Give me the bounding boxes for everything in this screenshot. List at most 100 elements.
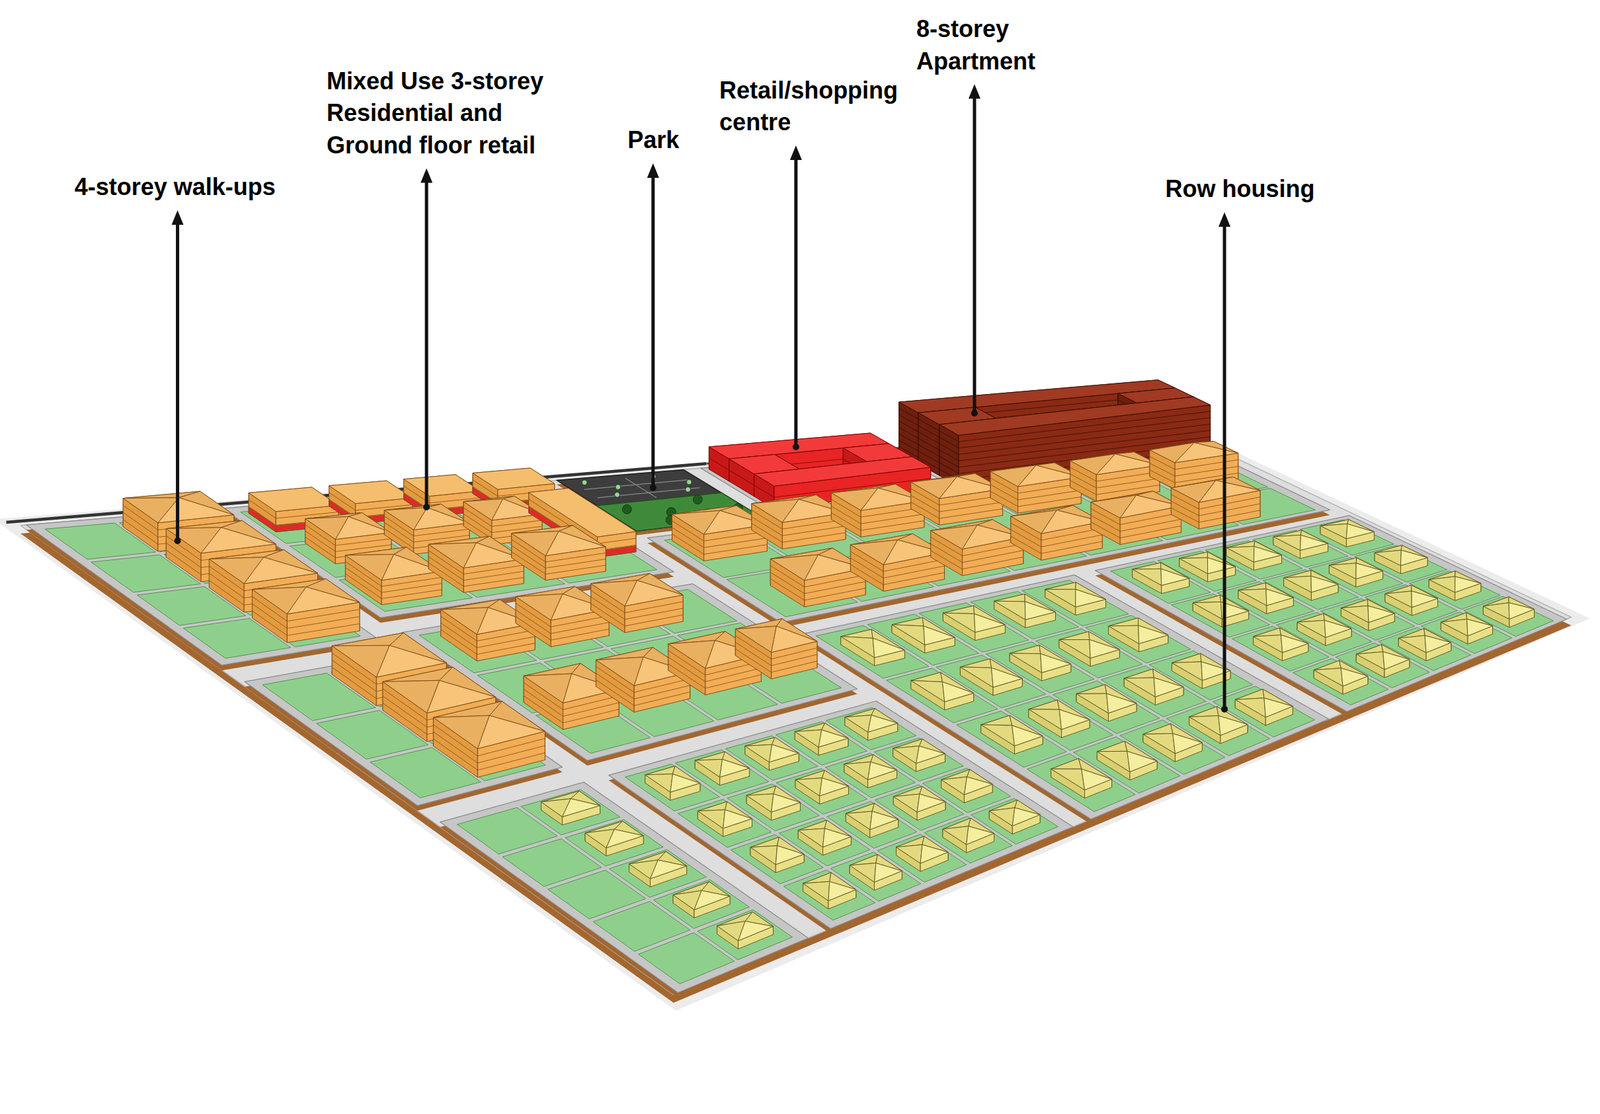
- leader-dot: [174, 537, 182, 545]
- arrowhead: [647, 163, 660, 178]
- floor-line: [735, 649, 771, 673]
- city-block: [1095, 515, 1567, 713]
- row-house: [1123, 669, 1184, 705]
- floor-line: [1149, 470, 1175, 483]
- roof: [1132, 568, 1162, 586]
- roof: [606, 829, 644, 848]
- wall: [1051, 768, 1085, 799]
- roof: [286, 587, 360, 615]
- row-house: [1273, 530, 1329, 559]
- roof: [994, 594, 1026, 602]
- row-house: [1009, 645, 1071, 681]
- floor-line: [1120, 519, 1181, 531]
- row-house: [1253, 628, 1309, 662]
- wall: [1096, 751, 1130, 781]
- floor-line: [705, 668, 762, 683]
- roof: [472, 468, 555, 490]
- roof: [1106, 693, 1137, 714]
- roof: [1028, 709, 1062, 730]
- roof: [1171, 653, 1201, 663]
- roof: [1172, 733, 1203, 754]
- roof: [891, 624, 925, 646]
- row-house: [1482, 597, 1534, 628]
- roof: [868, 715, 898, 733]
- row-house: [1297, 613, 1352, 646]
- roof: [561, 798, 600, 817]
- floor-line: [899, 414, 919, 426]
- floor-line: [771, 654, 818, 666]
- roof: [1283, 575, 1312, 593]
- floor-line: [345, 573, 382, 600]
- callout-label: 4-storey walk-ups: [74, 171, 276, 204]
- roof: [1320, 523, 1348, 539]
- wall: [981, 724, 1015, 754]
- roof: [1108, 625, 1140, 644]
- roof: [942, 612, 975, 633]
- row-house: [717, 911, 774, 949]
- roof: [1059, 709, 1090, 730]
- floor-line: [384, 528, 414, 549]
- floor-line: [563, 709, 620, 724]
- roof: [649, 860, 687, 879]
- floor-line: [335, 538, 391, 546]
- walk-up-building: [1170, 476, 1261, 529]
- arrowhead: [968, 83, 981, 99]
- roof: [1012, 725, 1043, 746]
- floor-line: [918, 425, 940, 438]
- floor-line: [918, 450, 940, 463]
- roof: [1009, 645, 1040, 654]
- roof: [477, 715, 545, 749]
- roof: [670, 774, 701, 793]
- roof: [1059, 631, 1090, 640]
- floor-line: [286, 616, 360, 629]
- wall: [911, 680, 945, 710]
- row-house: [645, 766, 701, 801]
- wall: [1045, 589, 1076, 615]
- walk-up-building: [990, 462, 1081, 514]
- green-lot: [1212, 686, 1315, 738]
- roof: [819, 778, 849, 797]
- roof: [1040, 653, 1072, 674]
- roof: [768, 744, 799, 763]
- row-house: [541, 790, 601, 825]
- floor-line: [705, 675, 762, 689]
- row-house: [1108, 618, 1169, 652]
- roof: [1076, 693, 1109, 714]
- wall: [1059, 640, 1091, 667]
- roof: [911, 680, 945, 702]
- row-house: [1189, 706, 1248, 744]
- floor-line: [1170, 507, 1199, 523]
- row-house: [989, 800, 1040, 835]
- roof: [874, 862, 902, 882]
- city-block: [26, 511, 379, 666]
- floor-line: [440, 629, 478, 654]
- roof: [413, 507, 470, 531]
- row-house: [1385, 585, 1439, 616]
- roof: [1096, 751, 1130, 772]
- floor-line: [305, 536, 336, 558]
- roof: [1280, 635, 1308, 654]
- roof: [1089, 639, 1120, 658]
- walk-up-building: [911, 473, 1003, 525]
- floor-line: [729, 470, 755, 486]
- arrowhead: [420, 168, 433, 184]
- leader-line: [651, 175, 655, 488]
- row-house: [942, 818, 995, 853]
- roof: [771, 626, 818, 653]
- roof: [939, 396, 1211, 436]
- floor-line: [831, 512, 861, 531]
- row-house: [845, 803, 898, 838]
- floor-line: [990, 484, 1018, 500]
- row-house: [803, 872, 857, 910]
- row-house: [745, 737, 799, 771]
- floor-line: [708, 458, 729, 471]
- roof: [745, 744, 773, 763]
- floor-line: [668, 663, 706, 689]
- roof: [1207, 557, 1236, 574]
- roof: [645, 766, 676, 775]
- row-house: [1171, 653, 1231, 689]
- roof: [158, 497, 235, 523]
- roof: [1009, 653, 1042, 673]
- floor-line: [597, 538, 637, 544]
